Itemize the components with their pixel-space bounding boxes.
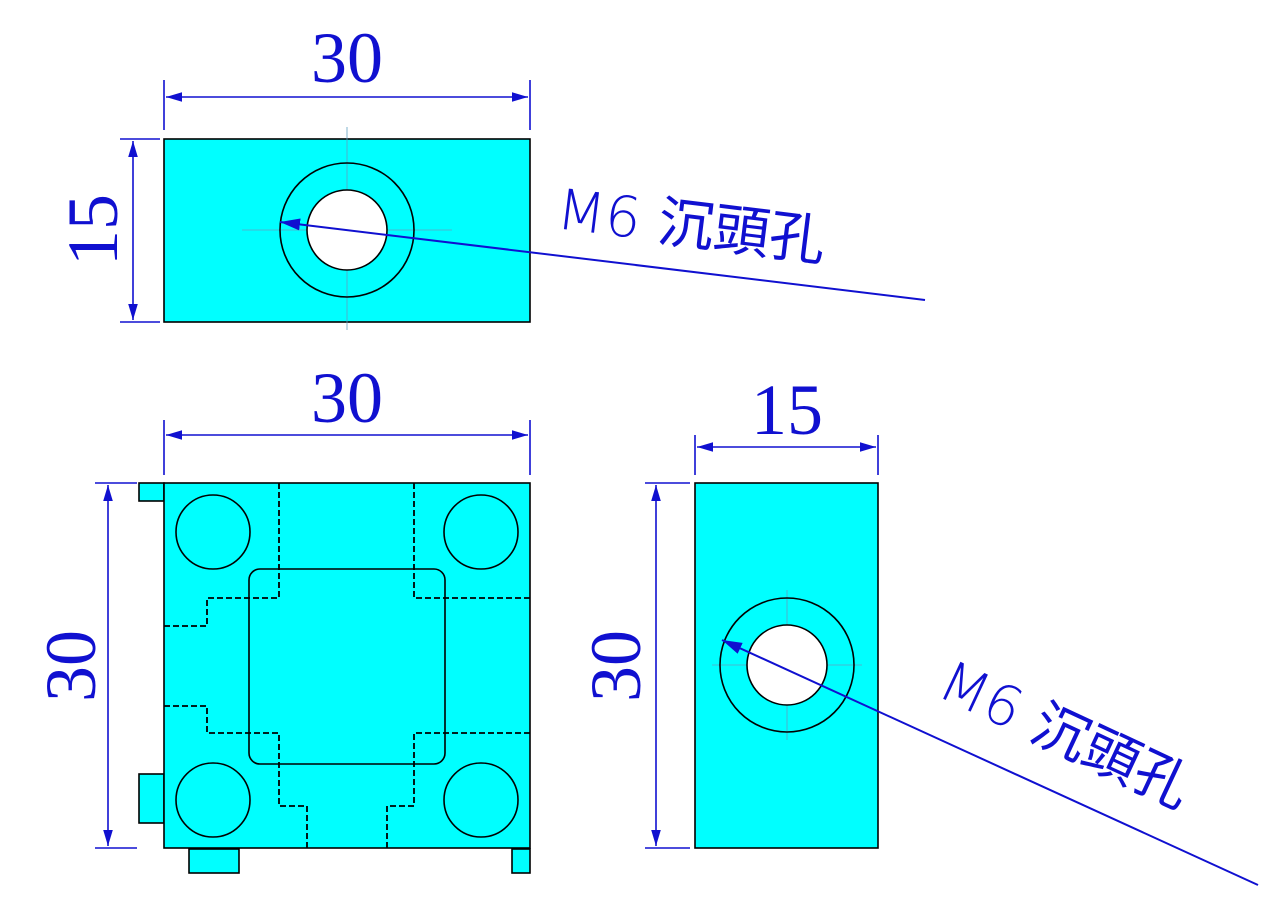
front-view: 30 30 bbox=[31, 358, 531, 874]
tab bbox=[138, 773, 165, 824]
leader-line bbox=[279, 218, 926, 301]
width-dimension: 15 bbox=[751, 370, 823, 450]
tab bbox=[138, 482, 165, 502]
center-pocket bbox=[248, 568, 446, 765]
front-view-body bbox=[163, 482, 531, 849]
width-dimension: 30 bbox=[311, 358, 383, 438]
height-dimension: 30 bbox=[31, 630, 111, 702]
hidden-line bbox=[413, 483, 530, 599]
height-dimension: 30 bbox=[576, 630, 656, 702]
hidden-line bbox=[164, 483, 280, 627]
leader-line bbox=[721, 639, 1259, 886]
height-dimension: 15 bbox=[53, 194, 133, 266]
counterbore-circle bbox=[719, 597, 855, 733]
corner-hole bbox=[175, 494, 251, 570]
width-dimension: 30 bbox=[311, 18, 383, 98]
corner-hole bbox=[443, 762, 519, 838]
hidden-line bbox=[164, 705, 308, 848]
corner-hole bbox=[443, 494, 519, 570]
through-hole bbox=[746, 624, 828, 706]
top-view: M6 沉頭孔 30 15 bbox=[53, 18, 926, 330]
tab bbox=[188, 848, 240, 874]
tab bbox=[511, 848, 531, 874]
side-view: M6 沉頭孔 15 30 bbox=[576, 370, 1259, 886]
corner-hole bbox=[175, 762, 251, 838]
hidden-line bbox=[386, 732, 530, 848]
